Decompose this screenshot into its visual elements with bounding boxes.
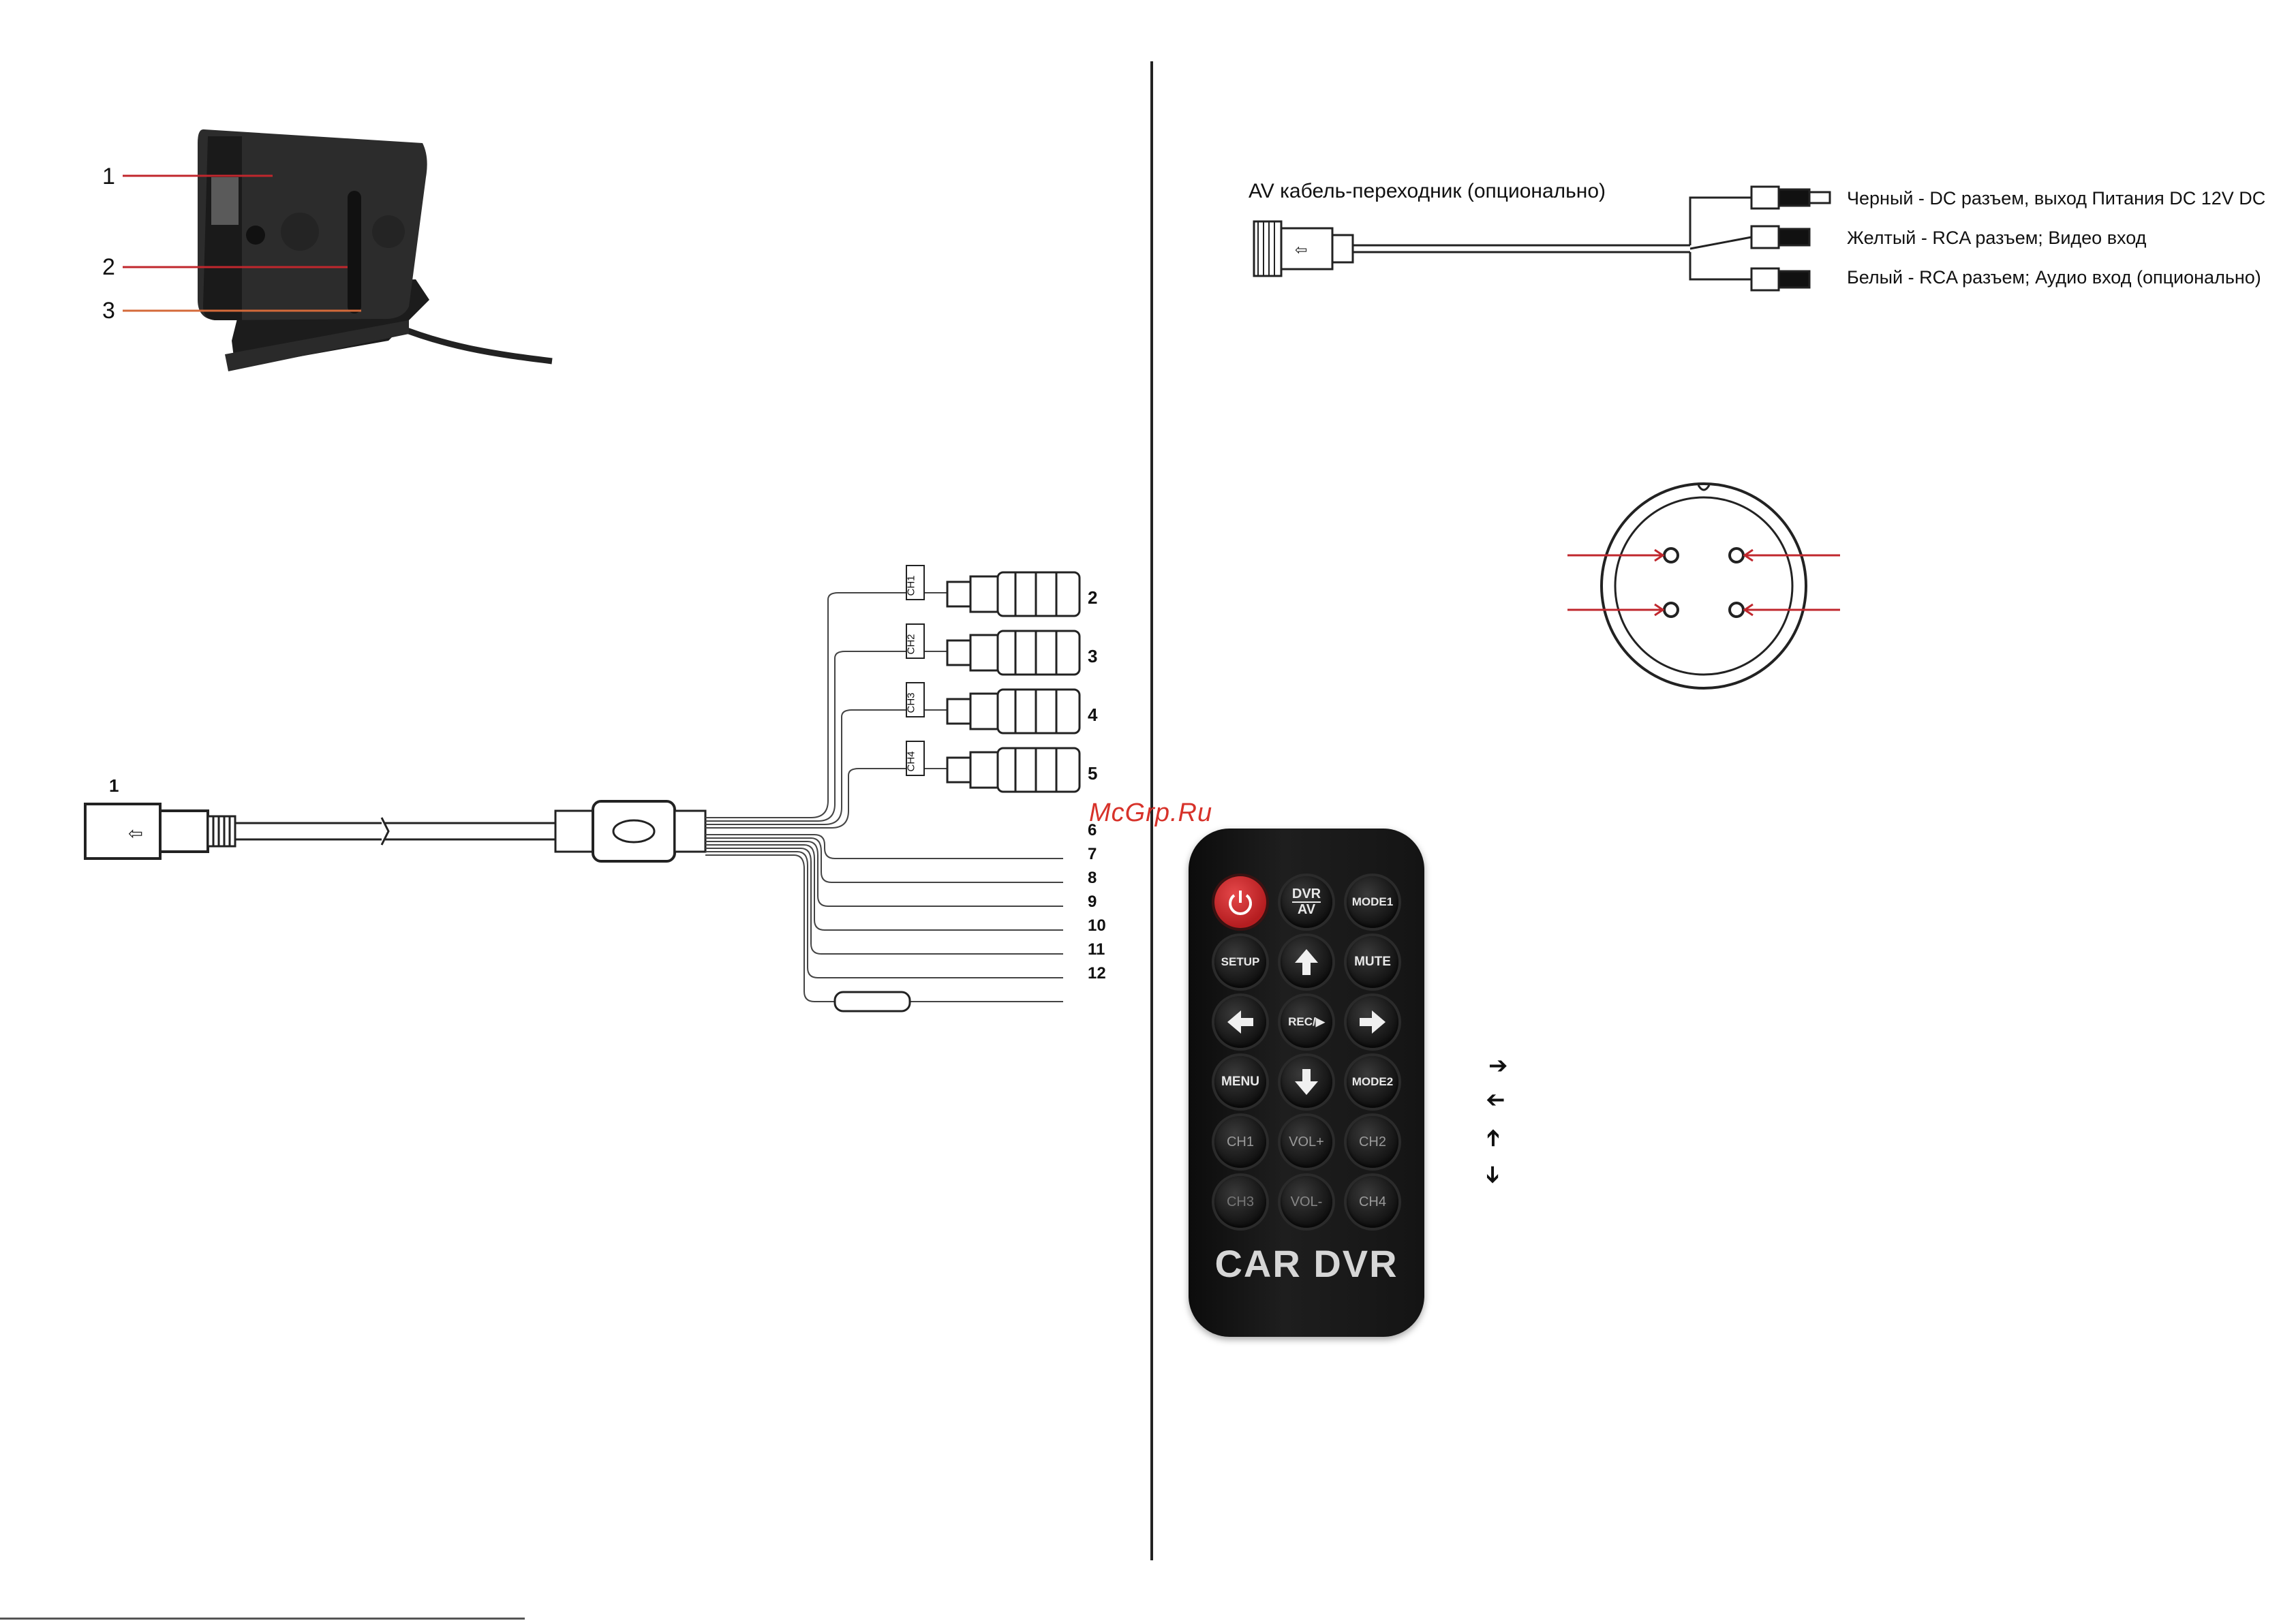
remote-brand: CAR DVR bbox=[1214, 1242, 1398, 1285]
monitor-label-1: 1 bbox=[102, 164, 115, 189]
vol-down-button[interactable]: VOL- bbox=[1281, 1176, 1332, 1228]
channel-number-5: 5 bbox=[1088, 763, 1098, 784]
av-cable-title: AV кабель-переходник (опционально) bbox=[1249, 180, 1606, 202]
svg-text:⇦: ⇦ bbox=[1295, 242, 1307, 259]
ch3-button[interactable]: CH3 bbox=[1214, 1176, 1266, 1228]
av-label: AV bbox=[1297, 902, 1316, 917]
down-button[interactable] bbox=[1281, 1056, 1332, 1108]
wire-number-11: 11 bbox=[1088, 940, 1105, 959]
wire-number-8: 8 bbox=[1088, 869, 1097, 887]
menu-button[interactable]: MENU bbox=[1214, 1056, 1266, 1108]
page-divider bbox=[1150, 61, 1153, 1560]
av-cable-yellow-desc: Желтый - RCA разъем; Видео вход bbox=[1847, 228, 2147, 248]
four-pin-connector-diagram bbox=[1567, 482, 1840, 690]
cable-diagram: ⇦ bbox=[84, 565, 1081, 1013]
power-icon bbox=[1229, 891, 1252, 915]
dvr-label: DVR bbox=[1291, 886, 1321, 903]
arrow-left-icon bbox=[1227, 1010, 1253, 1034]
cable-label-main-connector: 1 bbox=[109, 775, 119, 796]
wire-number-7: 7 bbox=[1088, 845, 1097, 863]
wire-number-6: 6 bbox=[1088, 821, 1097, 839]
arrow-down-icon bbox=[1295, 1069, 1318, 1095]
remote-control: DVR AV MODE1 SETUP MUTE REC/▶ MENU MODE2… bbox=[1189, 829, 1424, 1337]
channel-tag-ch3: CH3 bbox=[905, 692, 917, 713]
power-button[interactable] bbox=[1214, 876, 1266, 928]
av-cable-black-desc: Черный - DC разъем, выход Питания DC 12V… bbox=[1847, 188, 2266, 208]
monitor-callout-lines bbox=[123, 174, 361, 312]
ch2-button[interactable]: CH2 bbox=[1347, 1116, 1398, 1168]
mode1-button[interactable]: MODE1 bbox=[1347, 876, 1398, 928]
channel-number-4: 4 bbox=[1088, 705, 1098, 725]
arrow-up-icon: ➔ bbox=[1479, 1128, 1507, 1148]
wire-number-12: 12 bbox=[1088, 964, 1106, 983]
arrow-down-icon: ➔ bbox=[1479, 1164, 1507, 1185]
ch1-button[interactable]: CH1 bbox=[1214, 1116, 1266, 1168]
right-button[interactable] bbox=[1347, 996, 1398, 1048]
wire-number-10: 10 bbox=[1088, 916, 1106, 935]
mute-button[interactable]: MUTE bbox=[1347, 936, 1398, 988]
arrow-right-icon: ➔ bbox=[1488, 1052, 1508, 1079]
channel-number-3: 3 bbox=[1088, 646, 1098, 666]
channel-number-2: 2 bbox=[1088, 587, 1098, 608]
arrow-up-icon bbox=[1295, 949, 1318, 975]
arrow-left-icon: ➔ bbox=[1486, 1086, 1505, 1113]
monitor-label-3: 3 bbox=[102, 298, 115, 324]
arrow-right-icon bbox=[1360, 1010, 1386, 1034]
channel-tag-ch2: CH2 bbox=[905, 634, 917, 655]
channel-tag-ch1: CH1 bbox=[905, 575, 917, 596]
av-cable-white-desc: Белый - RCA разъем; Аудио вход (опционал… bbox=[1847, 267, 2261, 288]
watermark: McGrp.Ru bbox=[1089, 799, 1213, 827]
monitor-label-2: 2 bbox=[102, 254, 115, 280]
wire-number-9: 9 bbox=[1088, 893, 1097, 911]
left-button[interactable] bbox=[1214, 996, 1266, 1048]
setup-button[interactable]: SETUP bbox=[1214, 936, 1266, 988]
monitor-rear-illustration bbox=[198, 129, 553, 371]
ch4-button[interactable]: CH4 bbox=[1347, 1176, 1398, 1228]
mode2-button[interactable]: MODE2 bbox=[1347, 1056, 1398, 1108]
svg-text:⇦: ⇦ bbox=[128, 824, 143, 844]
av-cable-illustration: ⇦ bbox=[1253, 185, 1831, 292]
channel-tag-ch4: CH4 bbox=[905, 751, 917, 772]
vol-up-button[interactable]: VOL+ bbox=[1281, 1116, 1332, 1168]
footer-rule bbox=[0, 1618, 525, 1620]
up-button[interactable] bbox=[1281, 936, 1332, 988]
rec-button[interactable]: REC/▶ bbox=[1281, 996, 1332, 1048]
dvr-av-button[interactable]: DVR AV bbox=[1281, 876, 1332, 928]
